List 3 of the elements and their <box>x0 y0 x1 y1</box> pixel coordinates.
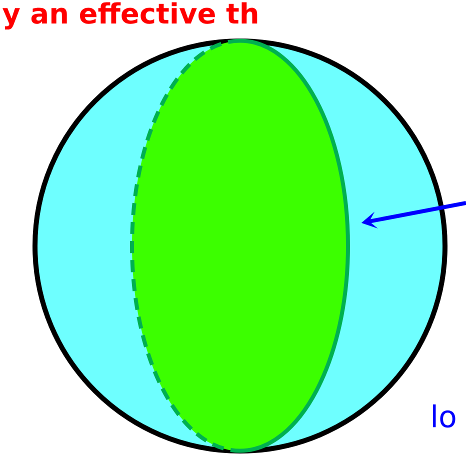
heading: y an effective th <box>2 2 258 30</box>
label: lo <box>433 404 456 428</box>
ellipse-section <box>130 38 350 453</box>
